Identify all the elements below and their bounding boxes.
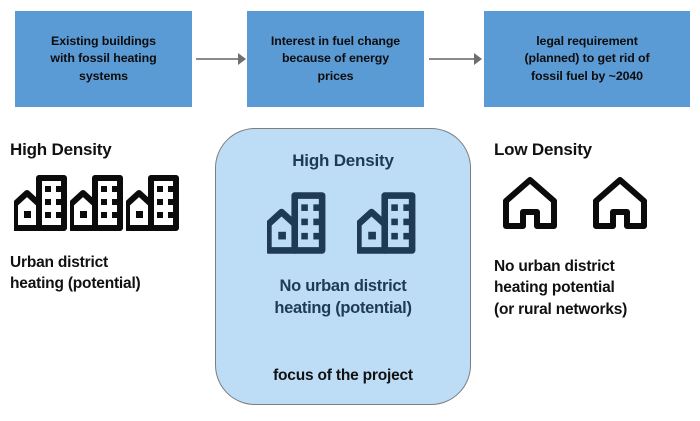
flow-step-fuel-change-interest: Interest in fuel change because of energ… <box>247 11 424 107</box>
arrow-head <box>238 53 246 65</box>
flow-step-line: (planned) to get rid of <box>524 51 650 66</box>
icon-row-buildings <box>14 172 208 234</box>
arrow-head <box>474 53 482 65</box>
flow-step-existing-buildings: Existing buildings with fossil heating s… <box>15 11 192 107</box>
caption-line: No urban district <box>494 258 615 275</box>
apartment-building-icon <box>14 172 70 234</box>
density-label: High Density <box>10 140 112 159</box>
flow-step-line: legal requirement <box>536 33 638 48</box>
flow-step-line: Existing buildings <box>51 33 156 48</box>
flow-step-line: fossil fuel by ~2040 <box>531 68 643 83</box>
column-high-density-urban: High Density <box>8 140 208 360</box>
flow-step-line: with fossil heating <box>50 51 157 66</box>
icon-row-buildings <box>267 189 419 257</box>
caption-line: heating potential <box>494 279 615 297</box>
focus-panel-high-density-no-district-heating: High Density <box>215 128 471 405</box>
caption-line: No urban district <box>279 277 407 295</box>
apartment-building-icon <box>70 172 126 234</box>
caption-line: Urban district <box>10 254 108 271</box>
flow-step-line: systems <box>79 68 128 83</box>
caption-line: heating (potential) <box>274 299 412 318</box>
column-low-density: Low Density No urban district heating po… <box>492 140 697 375</box>
column-caption: Urban district heating (potential) <box>10 252 208 295</box>
density-label: High Density <box>292 151 394 170</box>
density-label: Low Density <box>494 140 592 159</box>
arrow-shaft <box>429 58 474 60</box>
flow-step-legal-requirement: legal requirement (planned) to get rid o… <box>484 11 690 107</box>
apartment-building-icon <box>267 189 329 257</box>
flow-step-line: because of energy <box>281 51 390 66</box>
flow-step-line: prices <box>317 68 354 83</box>
apartment-building-icon <box>357 189 419 257</box>
arrow-right-icon <box>429 53 482 65</box>
panel-caption: No urban district heating (potential) <box>274 275 412 319</box>
arrow-right-icon <box>196 53 246 65</box>
house-icon <box>502 176 558 232</box>
icon-row-houses <box>502 176 697 232</box>
caption-line: heating (potential) <box>10 275 141 293</box>
focus-label: focus of the project <box>273 367 413 384</box>
caption-line: (or rural networks) <box>494 300 628 318</box>
arrow-shaft <box>196 58 238 60</box>
apartment-building-icon <box>126 172 182 234</box>
flow-step-line: Interest in fuel change <box>270 33 401 48</box>
column-caption: No urban district heating potential (or … <box>494 256 697 320</box>
house-icon <box>592 176 648 232</box>
